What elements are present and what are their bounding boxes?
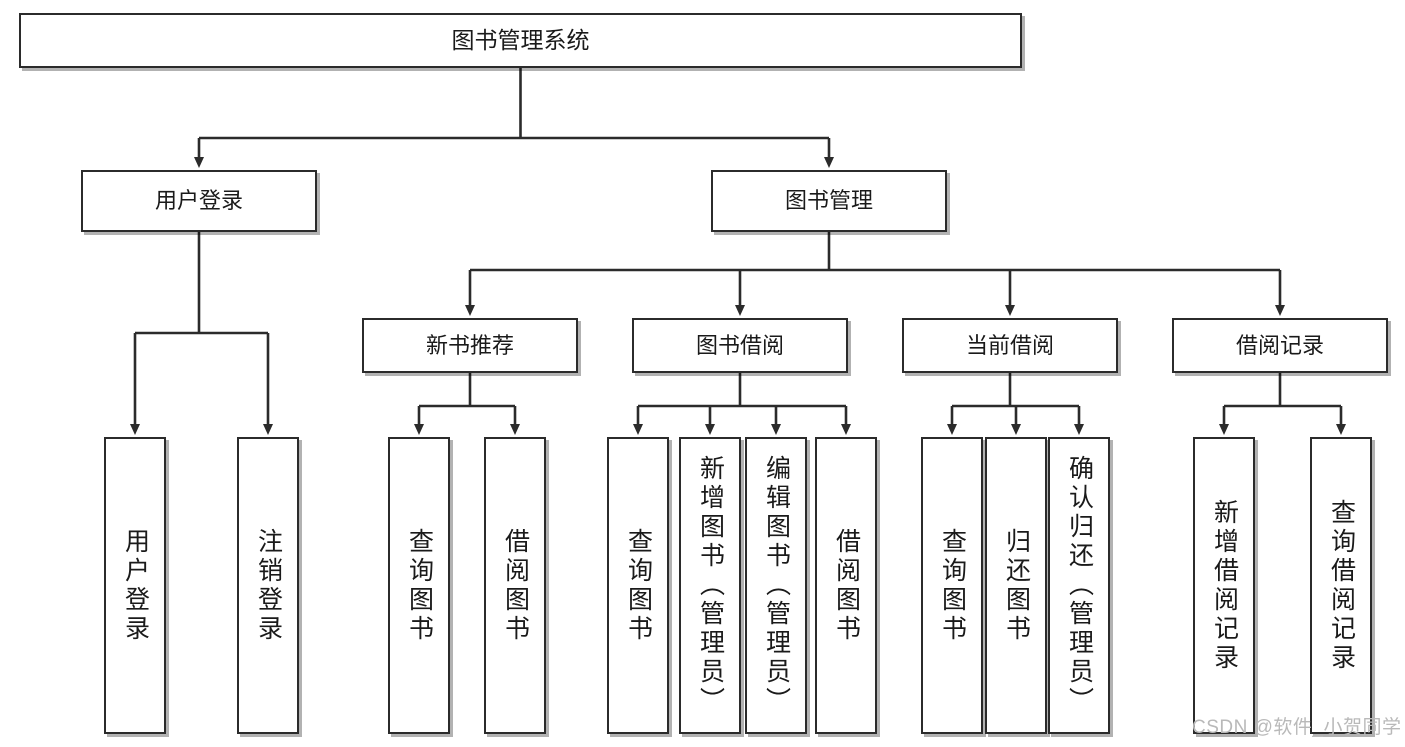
node-book-borrow[interactable]: 图书借阅 — [632, 318, 848, 373]
node-label: 归还图书 — [1002, 527, 1031, 644]
connector-lines — [130, 68, 1346, 435]
node-label: 编辑图书（管理员） — [762, 455, 791, 716]
node-leaf-return-book[interactable]: 归还图书 — [985, 437, 1047, 734]
node-current-borrow[interactable]: 当前借阅 — [902, 318, 1118, 373]
node-user-login[interactable]: 用户登录 — [81, 170, 317, 232]
node-leaf-add-record[interactable]: 新增借阅记录 — [1193, 437, 1255, 734]
node-borrow-record[interactable]: 借阅记录 — [1172, 318, 1388, 373]
node-label: 查询借阅记录 — [1327, 498, 1356, 673]
node-label: 注销登录 — [254, 527, 283, 644]
node-label: 查询图书 — [624, 527, 653, 644]
node-root[interactable]: 图书管理系统 — [19, 13, 1022, 68]
node-label: 用户登录 — [154, 188, 243, 214]
node-leaf-query-record[interactable]: 查询借阅记录 — [1310, 437, 1372, 734]
node-label: 图书借阅 — [695, 332, 784, 358]
node-leaf-query-book-1[interactable]: 查询图书 — [388, 437, 450, 734]
node-label: 借阅图书 — [501, 527, 530, 644]
node-label: 新书推荐 — [425, 332, 514, 358]
node-new-book-rec[interactable]: 新书推荐 — [362, 318, 578, 373]
node-label: 借阅记录 — [1235, 332, 1324, 358]
node-label: 借阅图书 — [832, 527, 861, 644]
node-label: 查询图书 — [405, 527, 434, 644]
node-label: 图书管理 — [784, 188, 873, 214]
node-leaf-confirm-return[interactable]: 确认归还（管理员） — [1048, 437, 1110, 734]
node-book-manage[interactable]: 图书管理 — [711, 170, 947, 232]
node-leaf-add-book[interactable]: 新增图书（管理员） — [679, 437, 741, 734]
node-label: 当前借阅 — [965, 332, 1054, 358]
node-leaf-logout[interactable]: 注销登录 — [237, 437, 299, 734]
node-label: 用户登录 — [121, 527, 150, 644]
node-leaf-edit-book[interactable]: 编辑图书（管理员） — [745, 437, 807, 734]
node-label: 查询图书 — [938, 527, 967, 644]
node-leaf-query-book-3[interactable]: 查询图书 — [921, 437, 983, 734]
node-leaf-borrow-book-1[interactable]: 借阅图书 — [484, 437, 546, 734]
node-label: 新增图书（管理员） — [696, 455, 725, 716]
node-label: 新增借阅记录 — [1210, 498, 1239, 673]
node-leaf-borrow-book-2[interactable]: 借阅图书 — [815, 437, 877, 734]
node-label: 确认归还（管理员） — [1065, 455, 1094, 716]
node-label: 图书管理系统 — [451, 26, 590, 53]
node-leaf-query-book-2[interactable]: 查询图书 — [607, 437, 669, 734]
node-leaf-user-login[interactable]: 用户登录 — [104, 437, 166, 734]
